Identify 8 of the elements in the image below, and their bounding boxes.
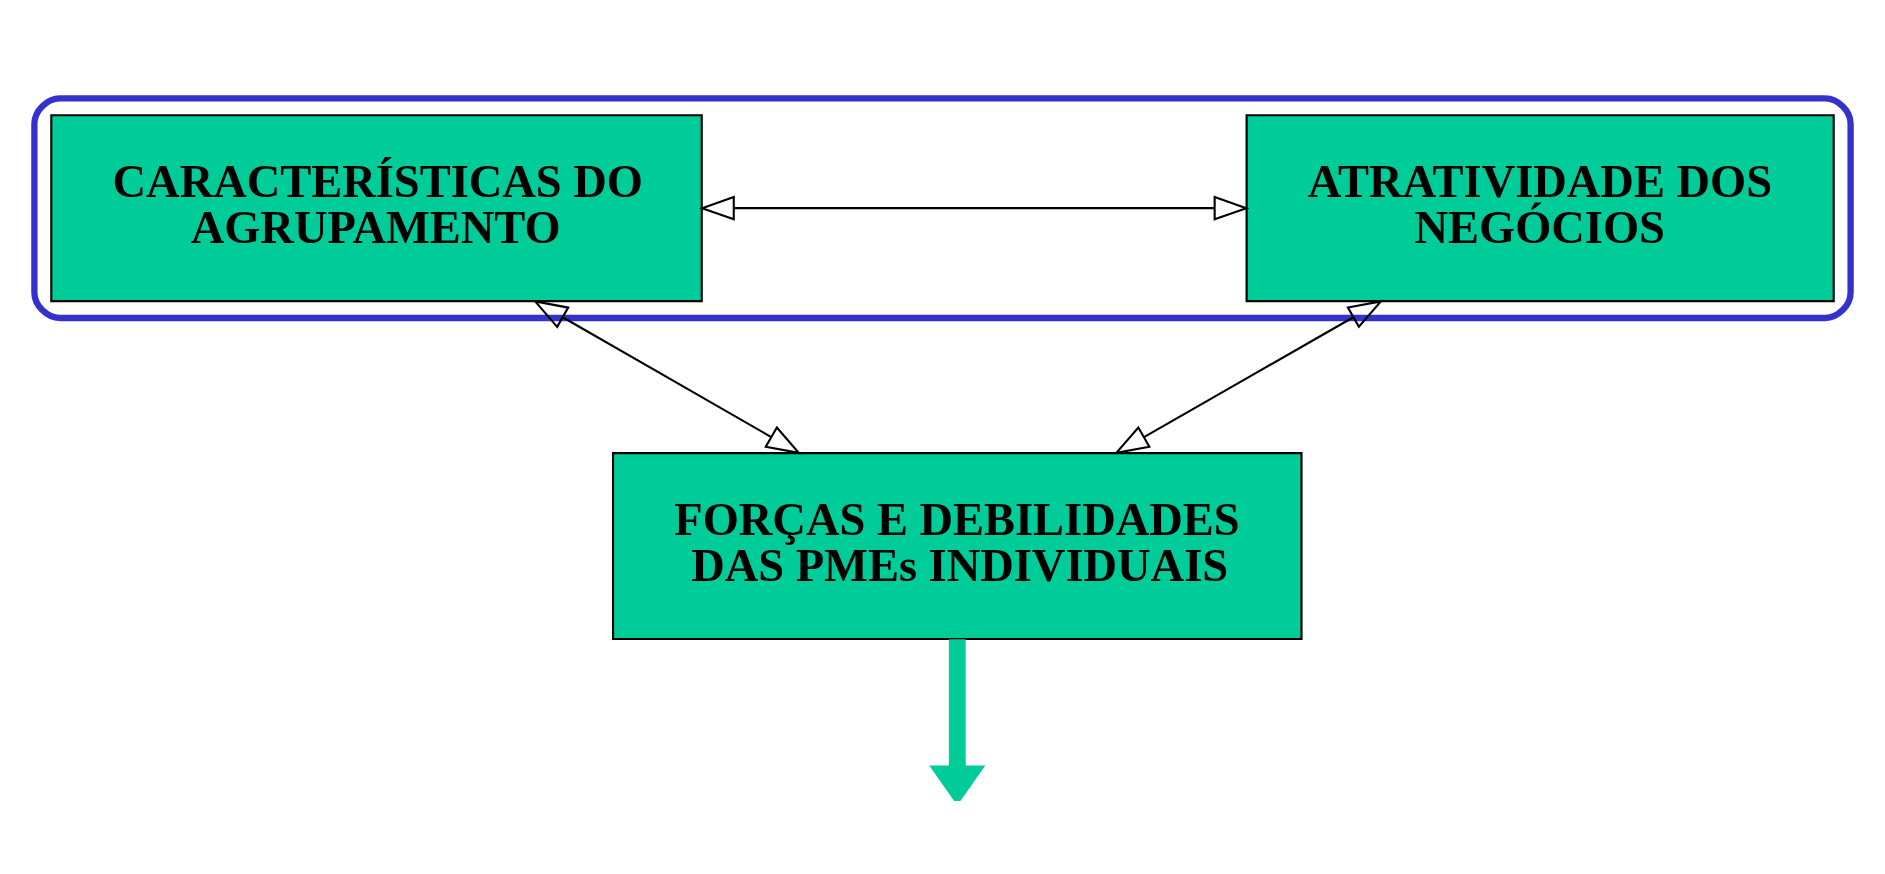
node-box: CARACTERÍSTICAS DO AGRUPAMENTO — [50, 114, 703, 303]
cluster — [31, 95, 1854, 322]
node-box: ATRATIVIDADE DOS NEGÓCIOS — [1245, 114, 1835, 303]
arrow — [532, 299, 802, 455]
arrow — [929, 639, 986, 801]
arrow — [698, 195, 1250, 221]
arrow — [1113, 299, 1384, 455]
node-box: FORÇAS E DEBILIDADES DAS PMEs INDIVIDUAIS — [612, 452, 1303, 641]
